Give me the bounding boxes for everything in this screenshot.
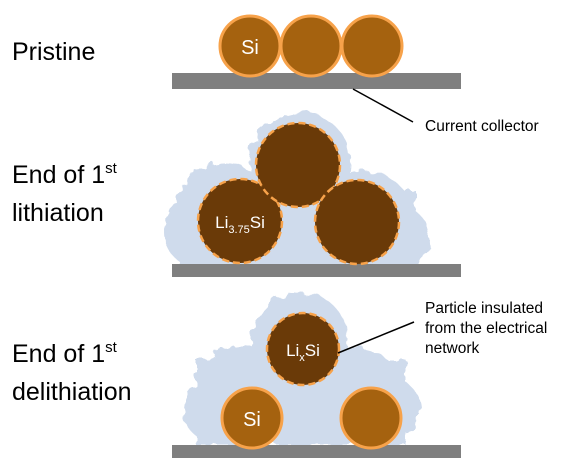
lithiated-particle [313,178,401,266]
si-label: Si [241,37,259,59]
lithiated-particle [196,177,284,265]
label-lithiation-line2: lithiation [12,199,104,227]
lithiated-particles [196,121,401,266]
pristine-si-particles [218,14,404,78]
insulated-pointer-line [337,321,415,354]
insulated-label-line3: network [425,340,480,357]
current-collector-lithiation [172,264,461,277]
label-delithiation-line1: End of 1st [12,339,118,368]
lixsi-label: LixSi [286,341,320,364]
insulated-label-line1: Particle insulated [425,300,543,317]
delithiated-si-particle [339,386,403,450]
label-pristine: Pristine [12,38,95,66]
li375si-label: Li3.75Si [215,213,265,236]
si-particle [340,14,404,78]
label-lithiation-line1: End of 1st [12,160,118,189]
insulated-label-line2: from the electrical [425,320,547,337]
si-label-delithiated: Si [243,409,261,431]
insulated-lixsi-particle [265,311,341,387]
current-collector-label: Current collector [425,118,539,135]
current-collector-pristine [172,73,461,89]
collector-pointer-line [352,88,414,123]
delithiated-si-particle [220,386,284,450]
si-particle [279,14,343,78]
current-collector-delithiation [172,445,461,458]
lithiated-particle [254,121,342,209]
label-delithiation-line2: delithiation [12,378,132,406]
